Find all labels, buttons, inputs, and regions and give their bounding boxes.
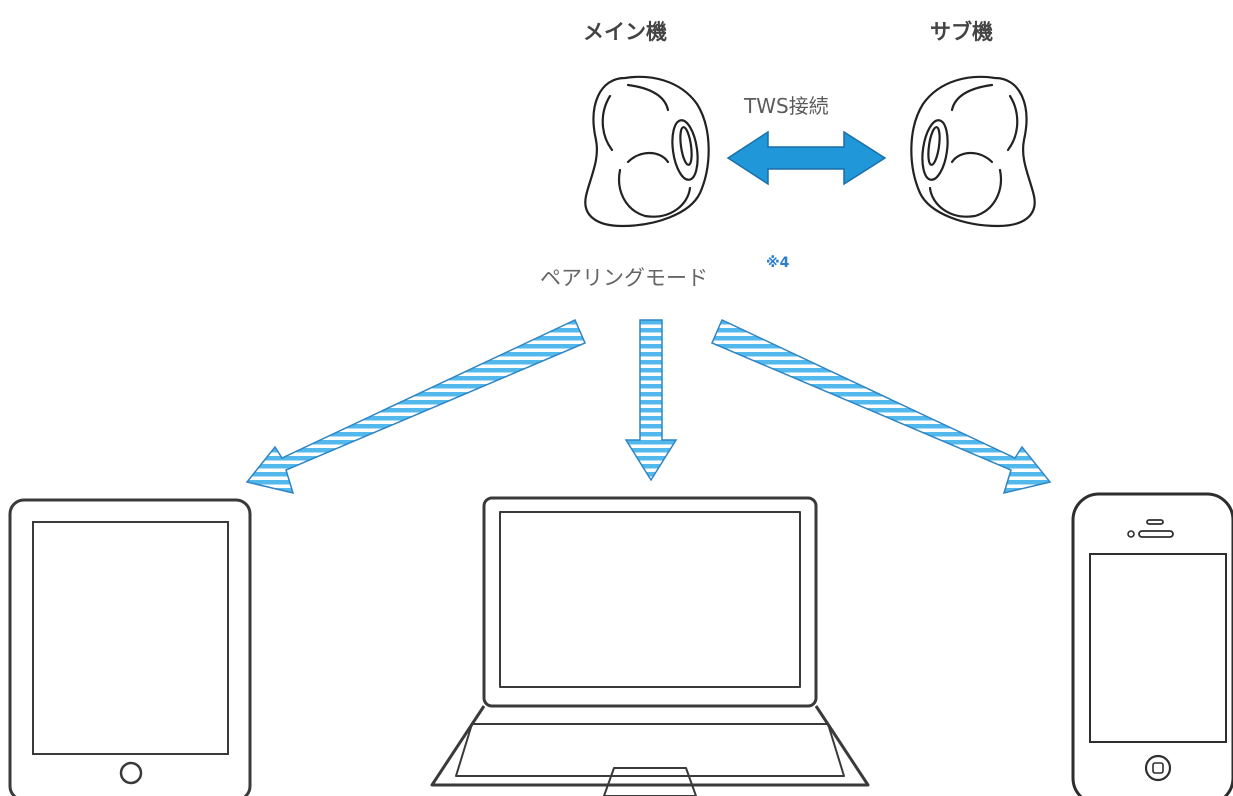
arrow-to-laptop: [624, 319, 678, 482]
sub-unit-label: サブ機: [930, 20, 993, 44]
arrow-to-tablet: [245, 318, 586, 495]
main-unit-label: メイン機: [583, 20, 667, 44]
arrow-to-smartphone: [711, 318, 1052, 495]
smartphone-icon: [1071, 492, 1233, 796]
earbud-main-icon: [584, 75, 710, 228]
pairing-footnote-mark: ※4: [766, 255, 790, 271]
laptop-icon: [430, 496, 870, 796]
tws-connection-label: TWS接続: [744, 94, 829, 118]
tws-double-arrow: [726, 130, 887, 186]
tablet-icon: [8, 498, 252, 796]
earbud-sub-icon: [910, 75, 1036, 228]
pairing-mode-label: ペアリングモード: [540, 266, 708, 290]
